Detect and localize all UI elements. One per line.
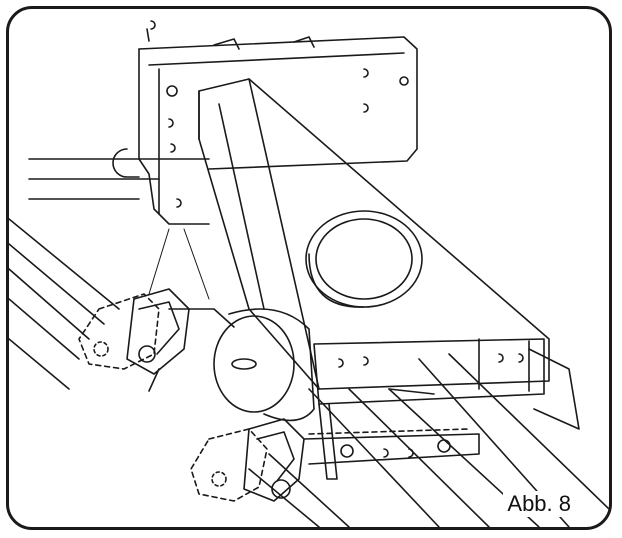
inspection-cover <box>305 210 423 308</box>
left-rails <box>9 158 210 390</box>
lower-hanger <box>190 418 480 502</box>
figure-frame: Abb. 8 <box>6 6 612 530</box>
technical-drawing <box>9 20 609 527</box>
leader-lines <box>148 228 210 300</box>
main-beam <box>198 78 550 390</box>
figure-caption: Abb. 8 <box>503 491 575 517</box>
front-bracket <box>313 338 580 480</box>
rear-bracket <box>112 20 418 225</box>
upper-hanger <box>78 288 235 392</box>
